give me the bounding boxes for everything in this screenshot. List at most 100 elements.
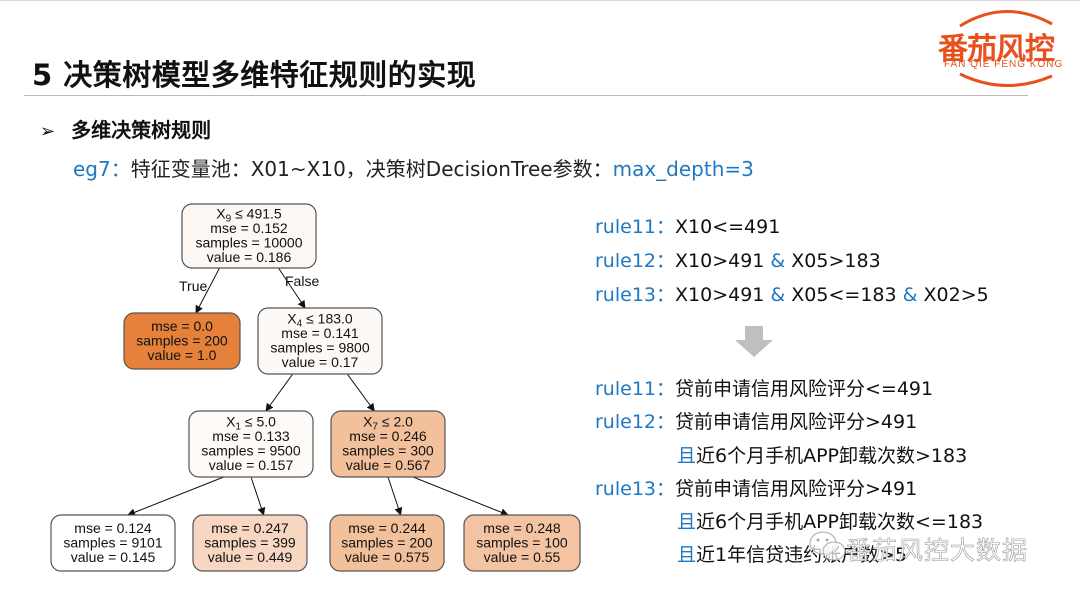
logo-subtext: FAN QIE FENG KONG — [944, 59, 1064, 70]
node-split-condition: X1 ≤ 5.0 — [226, 414, 276, 433]
edge-label-true: True — [179, 278, 207, 294]
brand-logo: 番茄风控 FAN QIE FENG KONG — [930, 4, 1080, 90]
tree-edge — [195, 267, 220, 314]
tree-node-box — [330, 410, 446, 478]
node-mse: mse = 0.247 — [211, 520, 289, 536]
node-mse: mse = 0.152 — [210, 220, 288, 236]
top-border — [0, 0, 1080, 1]
tree-edge — [346, 373, 375, 412]
and-operator: & — [902, 284, 918, 306]
tree-edge — [127, 476, 224, 517]
node-mse: mse = 0.246 — [349, 428, 427, 444]
title-divider — [24, 95, 1028, 96]
node-mse: mse = 0.133 — [212, 428, 290, 444]
example-description: eg7：特征变量池：X01~X10，决策树DecisionTree参数：max_… — [73, 153, 754, 182]
down-arrow-icon — [735, 326, 773, 357]
business-rule-13-cond3: 且近1年信贷违约账户数>5 — [677, 540, 907, 567]
node-samples: samples = 100 — [476, 534, 568, 550]
rule-text: 贷前申请信用风险评分>491 — [675, 411, 918, 433]
tree-node-box — [192, 514, 308, 572]
node-split-condition: X9 ≤ 491.5 — [216, 206, 282, 225]
rule-condition: X10>491 — [675, 284, 771, 306]
business-rule-13: rule13：贷前申请信用风险评分>491 — [595, 474, 917, 501]
tree-edge — [387, 476, 403, 516]
example-param: max_depth=3 — [612, 157, 754, 181]
logo-ring-icon — [959, 10, 1053, 87]
node-mse: mse = 0.248 — [483, 520, 561, 536]
wechat-icon — [809, 531, 846, 561]
raw-rule: rule11：X10<=491 — [595, 212, 780, 239]
logo-text: 番茄风控 — [938, 32, 1055, 67]
node-value: value = 0.567 — [346, 457, 431, 473]
node-samples: samples = 9800 — [270, 340, 369, 356]
tree-edge — [278, 267, 306, 309]
arrow-bullet-icon: ➢ — [40, 121, 56, 142]
node-value: value = 1.0 — [148, 347, 217, 363]
rule-text: 近6个月手机APP卸载次数<=183 — [696, 511, 984, 533]
node-samples: samples = 200 — [136, 332, 228, 348]
business-rule-12-cond2: 且近6个月手机APP卸载次数>183 — [677, 441, 967, 468]
and-connector: 且 — [677, 445, 697, 467]
tree-node-box — [329, 514, 445, 572]
rule-text: 贷前申请信用风险评分>491 — [675, 478, 918, 500]
node-split-condition: X4 ≤ 183.0 — [287, 311, 353, 330]
node-value: value = 0.157 — [209, 457, 294, 473]
section-heading-text: 多维决策树规则 — [71, 118, 212, 142]
page-title: 5 决策树模型多维特征规则的实现 — [32, 58, 477, 92]
rule-text: 近1年信贷违约账户数>5 — [696, 544, 908, 566]
node-samples: samples = 10000 — [195, 235, 302, 251]
rule-condition: X02>5 — [917, 284, 989, 306]
rule-label: rule13： — [595, 478, 675, 500]
node-samples: samples = 399 — [204, 534, 296, 550]
tree-edge — [412, 476, 509, 517]
rule-text: 近6个月手机APP卸载次数>183 — [696, 445, 968, 467]
and-operator: & — [770, 250, 786, 272]
tree-node-box — [181, 203, 317, 269]
node-value: value = 0.186 — [207, 249, 292, 265]
node-value: value = 0.17 — [282, 354, 359, 370]
node-samples: samples = 9500 — [201, 443, 300, 459]
tree-node-box — [257, 307, 383, 375]
rule-label: rule11： — [595, 378, 675, 400]
edge-label-false: False — [285, 273, 319, 289]
rule-condition: X05>183 — [785, 250, 881, 272]
tree-edge — [250, 476, 266, 516]
node-split-condition: X7 ≤ 2.0 — [363, 414, 413, 433]
node-value: value = 0.145 — [71, 549, 156, 565]
rule-label: rule12： — [595, 411, 675, 433]
tree-edge — [265, 373, 294, 412]
and-operator: & — [770, 284, 786, 306]
node-value: value = 0.449 — [208, 549, 293, 565]
raw-rule: rule12：X10>491 & X05>183 — [595, 246, 881, 273]
and-connector: 且 — [677, 511, 697, 533]
node-mse: mse = 0.0 — [151, 318, 213, 334]
node-value: value = 0.575 — [345, 549, 430, 565]
node-mse: mse = 0.141 — [281, 325, 359, 341]
tree-node-box — [50, 514, 176, 572]
rule-condition: X10<=491 — [675, 216, 781, 238]
tree-node-box — [123, 312, 241, 370]
tree-node-box — [463, 514, 581, 572]
business-rule-11: rule11：贷前申请信用风险评分<=491 — [595, 374, 933, 401]
node-mse: mse = 0.124 — [74, 520, 152, 536]
node-mse: mse = 0.244 — [348, 520, 426, 536]
rule-label: rule11： — [595, 216, 675, 238]
business-rule-12: rule12：贷前申请信用风险评分>491 — [595, 407, 917, 434]
rule-condition: X10>491 — [675, 250, 771, 272]
rule-condition: X05<=183 — [785, 284, 903, 306]
section-heading: ➢ 多维决策树规则 — [40, 114, 211, 143]
node-value: value = 0.55 — [484, 549, 561, 565]
rule-label: rule13： — [595, 284, 675, 306]
node-samples: samples = 9101 — [63, 534, 162, 550]
rule-text: 贷前申请信用风险评分<=491 — [675, 378, 934, 400]
